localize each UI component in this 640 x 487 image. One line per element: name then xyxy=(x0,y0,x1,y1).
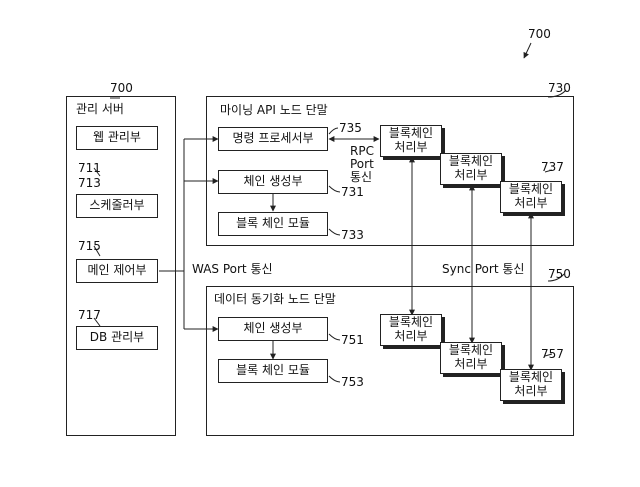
db-management-label: DB 관리부 xyxy=(89,330,145,345)
command-processor-box: 명령 프로세서부 xyxy=(218,127,328,151)
mining-node-ref: 730 xyxy=(548,81,571,95)
mining-processor-3-line2: 처리부 xyxy=(514,196,548,210)
mining-processor-3-line1: 블록체인 xyxy=(508,182,554,197)
sync-node-title: 데이터 동기화 노드 단말 xyxy=(214,292,336,306)
sync-processor-2-line1: 블록체인 xyxy=(448,343,494,358)
mining-block-chain-module-box: 블록 체인 모듈 xyxy=(218,212,328,236)
sync-chain-generator-box: 체인 생성부 xyxy=(218,317,328,341)
sync-processor-ref: 757 xyxy=(541,347,564,361)
db-management-ref: 717 xyxy=(78,308,101,322)
mining-node-title: 마이닝 API 노드 단말 xyxy=(220,103,328,117)
sync-block-chain-module-box: 블록 체인 모듈 xyxy=(218,359,328,383)
mining-processor-2-line1: 블록체인 xyxy=(448,154,494,169)
sync-node-frame xyxy=(206,286,574,436)
management-server-ref: 700 xyxy=(110,81,133,95)
mining-node-frame xyxy=(206,96,574,246)
sync-processor-1-line1: 블록체인 xyxy=(388,315,434,330)
management-server-frame xyxy=(66,96,176,436)
mining-processor-1-line2: 처리부 xyxy=(394,140,428,154)
scheduler-label: 스케줄러부 xyxy=(89,198,145,213)
rpc-label-2: Port xyxy=(350,157,374,171)
sync-chain-generator-label: 체인 생성부 xyxy=(243,321,303,336)
main-control-ref: 715 xyxy=(78,239,101,253)
mining-chain-generator-box: 체인 생성부 xyxy=(218,170,328,194)
scheduler-box: 스케줄러부 xyxy=(76,194,158,218)
mining-block-chain-module-ref: 733 xyxy=(341,228,364,242)
db-management-box: DB 관리부 xyxy=(76,326,158,350)
rpc-label-1: RPC xyxy=(350,144,374,158)
sync-block-chain-module-label: 블록 체인 모듈 xyxy=(236,363,310,378)
sync-processor-1-line2: 처리부 xyxy=(394,329,428,343)
mining-chain-generator-label: 체인 생성부 xyxy=(243,174,303,189)
management-server-title: 관리 서버 xyxy=(76,102,124,116)
main-control-label: 메인 제어부 xyxy=(87,263,147,278)
sync-port-label: Sync Port 통신 xyxy=(442,262,525,276)
sync-node-ref: 750 xyxy=(548,267,571,281)
rpc-label-3: 통신 xyxy=(350,170,373,184)
main-control-box: 메인 제어부 xyxy=(76,259,158,283)
command-processor-ref: 735 xyxy=(339,121,362,135)
web-management-ref: 711 xyxy=(78,161,101,175)
sync-processor-3-line1: 블록체인 xyxy=(508,370,554,385)
sync-processor-2-line2: 처리부 xyxy=(454,357,488,371)
scheduler-ref: 713 xyxy=(78,176,101,190)
figure-ref: 700 xyxy=(528,27,551,41)
mining-processor-1-line1: 블록체인 xyxy=(388,126,434,141)
sync-processor-3-line2: 처리부 xyxy=(514,384,548,398)
was-port-label: WAS Port 통신 xyxy=(192,262,273,276)
mining-processor-2-line2: 처리부 xyxy=(454,168,488,182)
command-processor-label: 명령 프로세서부 xyxy=(232,131,314,146)
web-management-label: 웹 관리부 xyxy=(93,130,141,145)
mining-block-chain-module-label: 블록 체인 모듈 xyxy=(236,216,310,231)
web-management-box: 웹 관리부 xyxy=(76,126,158,150)
sync-chain-generator-ref: 751 xyxy=(341,333,364,347)
mining-chain-generator-ref: 731 xyxy=(341,185,364,199)
mining-processor-ref: 737 xyxy=(541,160,564,174)
sync-block-chain-module-ref: 753 xyxy=(341,375,364,389)
